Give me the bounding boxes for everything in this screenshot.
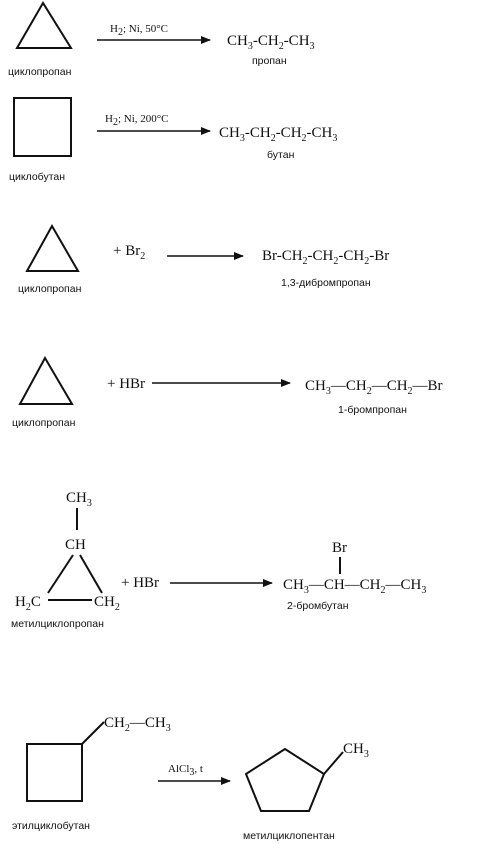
reaction-5: CH3 CH H2C CH2 метилциклопропан + HBr Br… bbox=[11, 490, 426, 630]
ring-ch2: CH2 bbox=[94, 594, 120, 613]
product-formula: CH3—CH—CH2—CH3 bbox=[283, 577, 426, 596]
reactant-label: циклопропан bbox=[8, 66, 72, 78]
ethyl-group: CH2—CH3 bbox=[104, 715, 171, 734]
cyclopentane-ring bbox=[244, 747, 326, 812]
product-label: 2-бромбутан bbox=[287, 600, 349, 612]
reactant-label: этилциклобутан bbox=[12, 820, 90, 832]
reactant-label: метилциклопропан bbox=[11, 618, 104, 630]
ring-h2c: H2C bbox=[15, 594, 41, 613]
product-br: Br bbox=[332, 540, 347, 556]
reaction-1: циклопропан H2; Ni, 50°C CH3-CH2-CH3 про… bbox=[8, 1, 315, 78]
reagent: + HBr bbox=[121, 575, 159, 591]
product-label: 1,3-дибромпропан bbox=[281, 277, 371, 289]
reactant-label: циклопропан bbox=[18, 283, 82, 295]
reagent: + Br2 bbox=[113, 243, 145, 262]
methyl-group: CH3 bbox=[343, 741, 369, 760]
reaction-condition: H2; Ni, 200°C bbox=[105, 113, 169, 128]
reaction-3: циклопропан + Br2 Br-CH2-CH2-CH2-Br 1,3-… bbox=[18, 223, 389, 295]
cyclopropane-ring bbox=[25, 223, 80, 272]
ring-ch: CH bbox=[65, 537, 86, 553]
cyclopropane-ring bbox=[18, 355, 74, 405]
reactant-label: циклобутан bbox=[9, 171, 65, 183]
product-label: 1-бромпропан bbox=[338, 404, 407, 416]
ring-bond-left bbox=[47, 554, 74, 594]
cyclobutane-ring bbox=[26, 743, 83, 802]
ethyl-bond bbox=[81, 721, 105, 745]
methyl-group: CH3 bbox=[66, 490, 92, 509]
cyclobutane-ring bbox=[13, 97, 72, 157]
product-formula: CH3—CH2—CH2—Br bbox=[305, 378, 443, 397]
reactant-label: циклопропан bbox=[12, 417, 76, 429]
product-label: метилциклопентан bbox=[243, 830, 335, 842]
reaction-2: циклобутан H2; Ni, 200°C CH3-CH2-CH2-CH3… bbox=[9, 97, 337, 183]
cyclopropane-ring bbox=[15, 1, 73, 49]
reagent: + HBr bbox=[107, 376, 145, 392]
reaction-6: CH2—CH3 этилциклобутан AlCl3, t CH3 мети… bbox=[12, 715, 369, 842]
product-formula: CH3-CH2-CH3 bbox=[227, 33, 315, 52]
product-formula: Br-CH2-CH2-CH2-Br bbox=[262, 248, 389, 267]
product-formula: CH3-CH2-CH2-CH3 bbox=[219, 125, 337, 144]
reaction-condition: H2; Ni, 50°C bbox=[110, 23, 168, 38]
ring-bond-right bbox=[79, 554, 103, 594]
product-label: пропан bbox=[252, 55, 287, 67]
methyl-bond bbox=[323, 751, 344, 775]
reaction-4: циклопропан + HBr CH3—CH2—CH2—Br 1-бромп… bbox=[12, 355, 443, 429]
product-label: бутан bbox=[267, 149, 295, 161]
reaction-condition: AlCl3, t bbox=[168, 763, 203, 778]
